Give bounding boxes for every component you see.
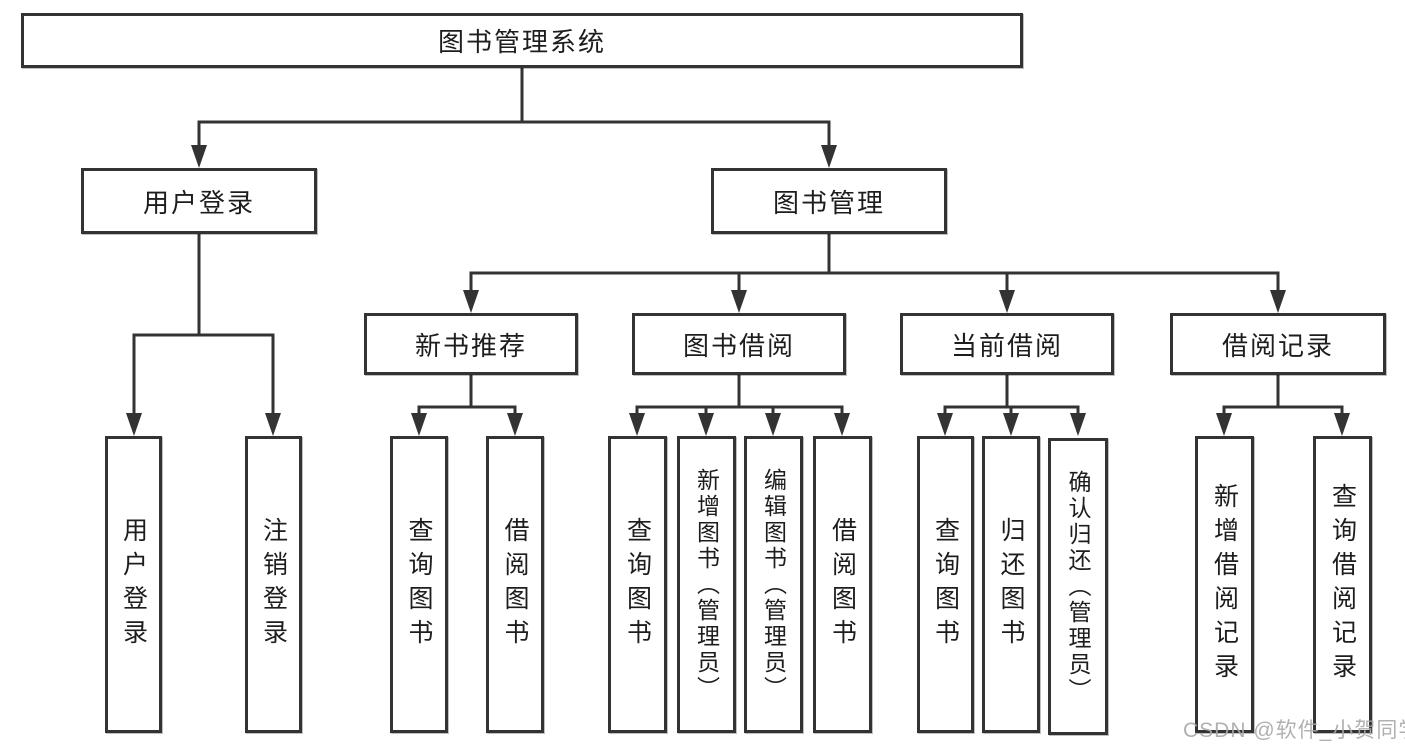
leaf-user-login: 用户登录 — [105, 436, 162, 733]
node-label: 用户登录 — [142, 187, 255, 218]
leaf-bb-borrow-books: 借阅图书 — [813, 436, 872, 733]
node-label: 图书借阅 — [682, 330, 795, 361]
leaf-br-query-record: 查询借阅记录 — [1313, 436, 1372, 733]
node-borrow-records: 借阅记录 — [1170, 313, 1386, 375]
csdn-watermark: CSDN @软件_小贺同学 — [1183, 719, 1405, 742]
node-new-book-recommend: 新书推荐 — [364, 313, 578, 375]
leaf-nb-query-books: 查询图书 — [390, 436, 448, 733]
node-label: 新增图书（管理员） — [693, 467, 720, 702]
node-label: 新书推荐 — [414, 330, 527, 361]
node-book-borrow: 图书借阅 — [632, 313, 846, 375]
node-label: 借阅图书 — [501, 516, 529, 653]
node-label: 查询借阅记录 — [1328, 482, 1357, 687]
leaf-bb-query-books: 查询图书 — [608, 436, 667, 733]
node-label: 借阅记录 — [1221, 330, 1334, 361]
node-label: 图书管理系统 — [437, 27, 606, 57]
leaf-bb-edit-books-admin: 编辑图书（管理员） — [744, 436, 803, 733]
node-label: 借阅图书 — [828, 516, 857, 653]
node-root-system: 图书管理系统 — [21, 13, 1023, 68]
node-user-login-branch: 用户登录 — [81, 168, 317, 234]
node-label: 查询图书 — [405, 516, 433, 653]
node-label: 图书管理 — [772, 187, 885, 218]
leaf-nb-borrow-books: 借阅图书 — [486, 436, 544, 733]
leaf-logout: 注销登录 — [245, 436, 302, 733]
node-current-borrow: 当前借阅 — [900, 313, 1114, 375]
node-label: 归还图书 — [997, 516, 1025, 653]
node-label: 当前借阅 — [950, 330, 1063, 361]
node-label: 用户登录 — [119, 516, 148, 653]
node-book-management-branch: 图书管理 — [711, 168, 947, 234]
node-label: 查询图书 — [931, 516, 960, 653]
node-label: 新增借阅记录 — [1210, 482, 1239, 687]
leaf-br-add-record: 新增借阅记录 — [1195, 436, 1254, 733]
leaf-bb-add-books-admin: 新增图书（管理员） — [677, 436, 736, 733]
node-label: 查询图书 — [623, 516, 652, 653]
leaf-cb-return-books: 归还图书 — [982, 436, 1040, 733]
node-label: 注销登录 — [259, 516, 288, 653]
leaf-cb-query-books: 查询图书 — [917, 436, 974, 733]
node-label: 确认归还（管理员） — [1065, 469, 1091, 704]
leaf-cb-confirm-return-admin: 确认归还（管理员） — [1048, 438, 1108, 735]
node-label: 编辑图书（管理员） — [760, 467, 787, 702]
